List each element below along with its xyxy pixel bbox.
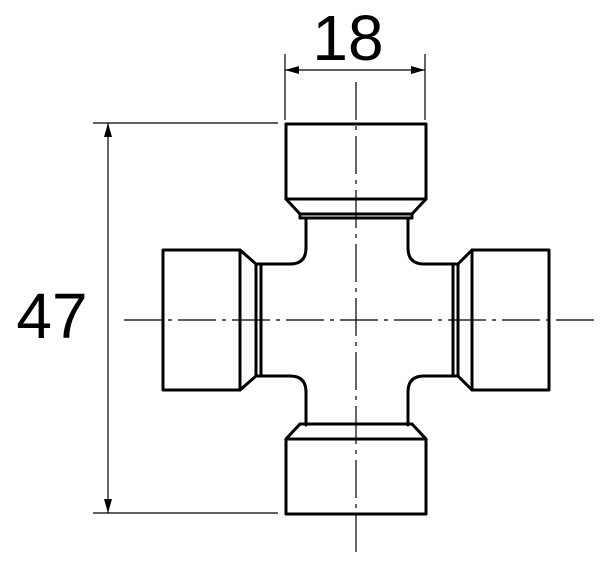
bottom-bearing-cap — [284, 422, 428, 516]
width-arrow-left — [285, 66, 299, 74]
cross-body-outline — [259, 216, 455, 427]
width-dimension: 18 — [284, 2, 426, 120]
height-arrow-bottom — [104, 499, 112, 513]
height-arrow-top — [104, 123, 112, 137]
width-dimension-label: 18 — [312, 2, 383, 74]
height-dimension-label: 47 — [16, 280, 87, 352]
left-bearing-cap — [161, 248, 263, 392]
width-arrow-right — [411, 66, 425, 74]
right-bearing-cap — [451, 248, 551, 392]
top-bearing-cap — [284, 122, 428, 220]
height-dimension: 47 — [16, 122, 278, 514]
